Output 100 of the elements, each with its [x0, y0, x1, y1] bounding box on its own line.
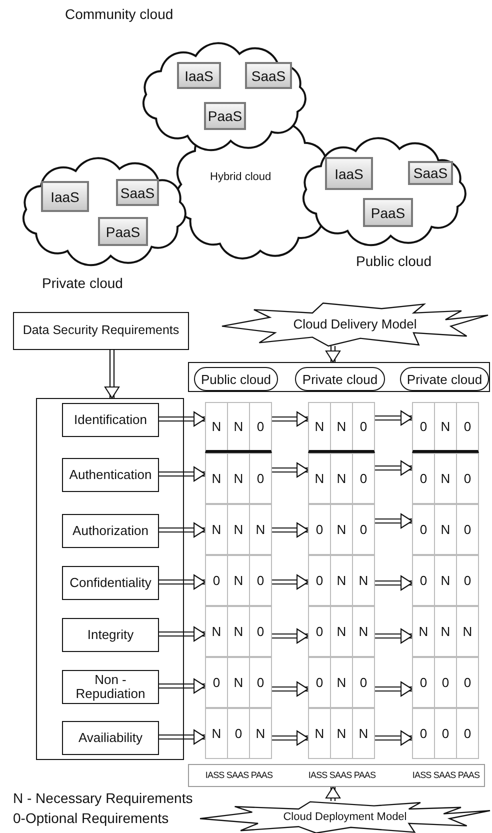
service-box: PaaS [98, 217, 148, 246]
table-row [308, 453, 375, 504]
container-box [36, 398, 184, 760]
table-row [205, 402, 272, 453]
table-cell: N [228, 505, 250, 554]
column-header: IASS SAAS PAAS [412, 770, 480, 780]
table-cell: N [331, 454, 353, 503]
table-cell: 0 [413, 403, 435, 450]
table-row [412, 453, 479, 504]
table-cell: N [331, 556, 353, 605]
block-arrow [271, 574, 309, 590]
cloud-type-tag: Public cloud [194, 367, 278, 391]
table-cell: N [228, 607, 250, 656]
table-cell: N [331, 505, 353, 554]
table-cell: 0 [413, 556, 435, 605]
table-row [205, 606, 272, 657]
table-cell: 0 [413, 505, 435, 554]
table-cell-text: 0 [358, 418, 368, 436]
service-box: PaaS [363, 198, 413, 227]
block-arrow [374, 513, 413, 529]
table-cell: N [228, 556, 250, 605]
table-row [412, 606, 479, 657]
table-cell-text: N [358, 725, 370, 743]
table-cell: 0 [309, 658, 331, 707]
table-cell-text: 0 [462, 418, 472, 436]
service-box: SaaS [408, 161, 453, 185]
table-cell-text: 0 [256, 674, 266, 692]
cloud-label: Community cloud [65, 6, 174, 22]
block-arrow [157, 411, 206, 427]
table-row [205, 453, 272, 504]
column-header-box [188, 764, 485, 787]
table-cell-text: N [254, 521, 266, 539]
table-cell-text: 0 [462, 674, 472, 692]
table-cell-text: N [358, 623, 370, 641]
table-cell: N [228, 403, 250, 450]
block-arrow [271, 522, 309, 538]
block-arrow [325, 786, 341, 802]
cloud-label: Hybrid cloud [210, 171, 272, 183]
service-box: PaaS [204, 102, 246, 130]
table-cell-text: N [462, 623, 474, 641]
table-cell: N [309, 709, 331, 758]
requirement-box: Identification [62, 403, 159, 437]
table-row [308, 402, 375, 453]
block-arrow [271, 681, 309, 697]
legend-note: 0-Optional Requirements [13, 810, 169, 826]
service-box: IaaS [41, 181, 89, 212]
table-cell: N [206, 709, 228, 758]
table-cell-text: 0 [462, 521, 472, 539]
table-cell-text: 0 [256, 470, 266, 488]
table-cell: N [206, 505, 228, 554]
column-header: IASS SAAS PAAS [308, 770, 376, 780]
table-cell: 0 [309, 556, 331, 605]
table-cell-text: 0 [256, 623, 266, 641]
table-cell: 0 [435, 658, 457, 707]
cloud-label: Public cloud [356, 253, 432, 269]
table-cell-text: 0 [358, 521, 368, 539]
container-box [188, 362, 490, 392]
table-cell: N [435, 607, 457, 656]
block-arrow [271, 628, 309, 644]
table-row [308, 708, 375, 759]
requirement-box: Authorization [62, 514, 159, 548]
requirement-box: Authentication [62, 458, 159, 492]
block-arrow [157, 626, 206, 642]
table-cell-text: 0 [462, 572, 472, 590]
block-arrow [271, 411, 309, 427]
table-cell-text: 0 [358, 470, 368, 488]
table-cell-text: N [254, 725, 266, 743]
table-cell: N [435, 556, 457, 605]
block-arrow [157, 729, 206, 745]
requirement-box: Confidentiality [62, 566, 159, 600]
table-cell: N [413, 607, 435, 656]
table-cell: N [206, 607, 228, 656]
block-arrow [157, 678, 206, 694]
block-arrow [157, 574, 206, 590]
column-header: IASS SAAS PAAS [205, 770, 273, 780]
table-cell: N [435, 505, 457, 554]
table-cell: 0 [435, 709, 457, 758]
table-cell: 0 [413, 454, 435, 503]
table-row [412, 555, 479, 606]
table-cell: N [309, 403, 331, 450]
legend-note: N - Necessary Requirements [13, 790, 193, 806]
table-cell: N [331, 607, 353, 656]
table-row [205, 504, 272, 555]
table-row [205, 555, 272, 606]
table-row [412, 708, 479, 759]
table-cell: N [206, 403, 228, 450]
table-row [205, 708, 272, 759]
block-arrow [374, 628, 413, 644]
block-arrow [374, 575, 413, 591]
block-arrow [374, 460, 413, 476]
table-row [308, 504, 375, 555]
service-box: IaaS [177, 62, 221, 89]
table-cell-text: 0 [462, 470, 472, 488]
table-cell: 0 [309, 505, 331, 554]
cloud-label: Private cloud [42, 275, 123, 291]
table-row [412, 657, 479, 708]
table-row [308, 555, 375, 606]
table-cell: N [228, 658, 250, 707]
requirement-box: Integrity [62, 618, 159, 652]
table-cell: N [331, 709, 353, 758]
